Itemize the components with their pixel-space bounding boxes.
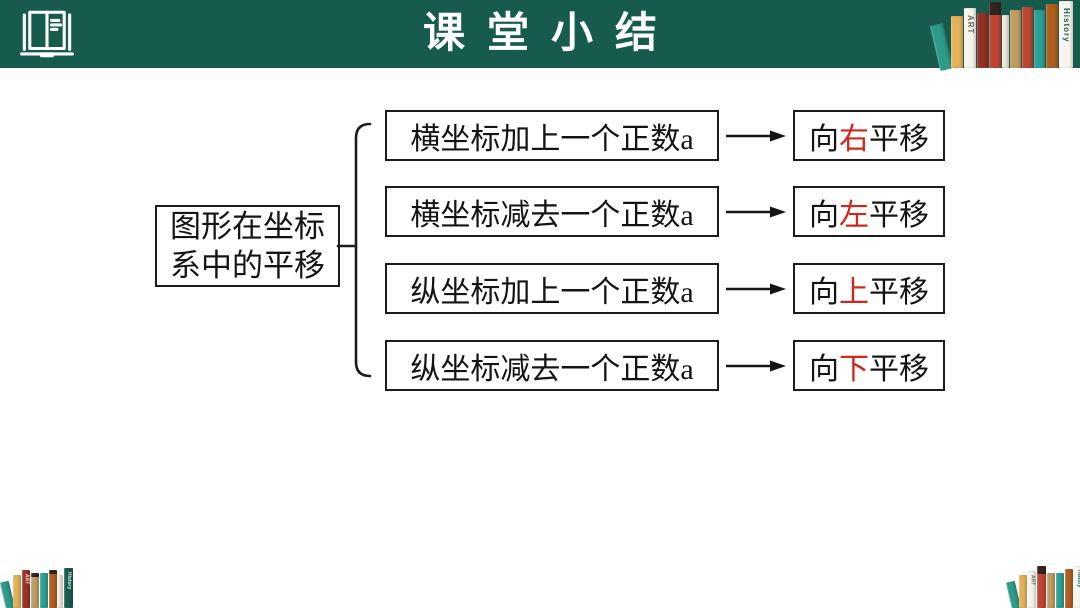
book-spine-label: ART (1029, 575, 1036, 586)
book-spine (1010, 10, 1021, 68)
book-spine-label: ART (966, 15, 975, 35)
diagram-row-3: 纵坐标加上一个正数a 向上平移 (385, 263, 945, 314)
book-spine (13, 575, 21, 608)
result-box: 向上平移 (793, 263, 945, 314)
book-spine-art: ART (1028, 571, 1036, 608)
book-spine (1037, 566, 1046, 608)
diagram-row-2: 横坐标减去一个正数a 向左平移 (385, 186, 945, 237)
root-topic-line2: 系中的平移 (170, 248, 325, 283)
book-spine (1046, 4, 1058, 68)
result-box: 向右平移 (793, 110, 945, 161)
root-topic-line1: 图形在坐标 (170, 209, 325, 244)
book-spine (1056, 573, 1064, 608)
result-suffix: 平移 (869, 275, 929, 309)
header-bar: 课堂小结 ART History (0, 0, 1080, 71)
condition-text: 纵坐标减去一个正数a (410, 352, 694, 386)
bookshelf-top-right: ART History (929, 0, 1074, 71)
result-suffix: 平移 (869, 122, 929, 156)
root-topic-box: 图形在坐标 系中的平移 (155, 205, 340, 287)
book-spine-history: History (1059, 1, 1073, 68)
page-title: 课堂小结 (422, 8, 679, 57)
book-spine (989, 2, 1001, 68)
brace-connector (336, 122, 372, 378)
result-keyword: 下 (839, 352, 869, 386)
book-spine-art: ART (22, 570, 30, 608)
diagram-row-1: 横坐标加上一个正数a 向右平移 (385, 110, 945, 161)
book-spine-label: History (1062, 8, 1071, 43)
result-keyword: 右 (839, 122, 869, 156)
arrow-icon (726, 283, 786, 294)
condition-box: 横坐标减去一个正数a (385, 186, 719, 237)
bookshelf-bottom-right: ART History (1005, 566, 1080, 608)
arrow-icon (726, 130, 786, 141)
book-spine (1022, 7, 1033, 68)
arrow-icon (726, 360, 786, 371)
result-keyword: 左 (839, 198, 869, 232)
condition-text: 纵坐标加上一个正数a (410, 275, 694, 309)
book-spine (951, 16, 963, 68)
bookshelf-bottom-left: ART History (0, 566, 74, 608)
book-spine (40, 573, 48, 608)
book-spine-history: History (1074, 566, 1080, 608)
book-spine-label: History (1076, 570, 1080, 588)
result-suffix: 平移 (869, 352, 929, 386)
condition-text: 横坐标减去一个正数a (410, 198, 694, 232)
book-spine (977, 13, 988, 68)
book-spine (1019, 575, 1027, 608)
result-prefix: 向 (809, 275, 839, 309)
condition-text: 横坐标加上一个正数a (410, 122, 694, 156)
book-spine-history: History (64, 568, 73, 608)
book-spine (31, 573, 39, 608)
condition-box: 纵坐标加上一个正数a (385, 263, 719, 314)
book-spine (58, 575, 63, 608)
book-spine-label: ART (23, 574, 30, 585)
book-spine-art: ART (964, 8, 976, 68)
condition-box: 纵坐标减去一个正数a (385, 340, 719, 391)
result-prefix: 向 (809, 198, 839, 232)
arrow-icon (726, 206, 786, 217)
result-keyword: 上 (839, 275, 869, 309)
result-prefix: 向 (809, 122, 839, 156)
book-spine (1002, 15, 1009, 68)
result-box: 向下平移 (793, 340, 945, 391)
book-spine (1065, 569, 1073, 608)
book-spine (1034, 10, 1045, 68)
book-spine (1047, 573, 1055, 608)
diagram-row-4: 纵坐标减去一个正数a 向下平移 (385, 340, 945, 391)
result-box: 向左平移 (793, 186, 945, 237)
result-prefix: 向 (809, 352, 839, 386)
book-spine-label: History (66, 572, 72, 590)
book-spine (49, 570, 57, 608)
open-book-icon (20, 10, 74, 58)
result-suffix: 平移 (869, 198, 929, 232)
condition-box: 横坐标加上一个正数a (385, 110, 719, 161)
